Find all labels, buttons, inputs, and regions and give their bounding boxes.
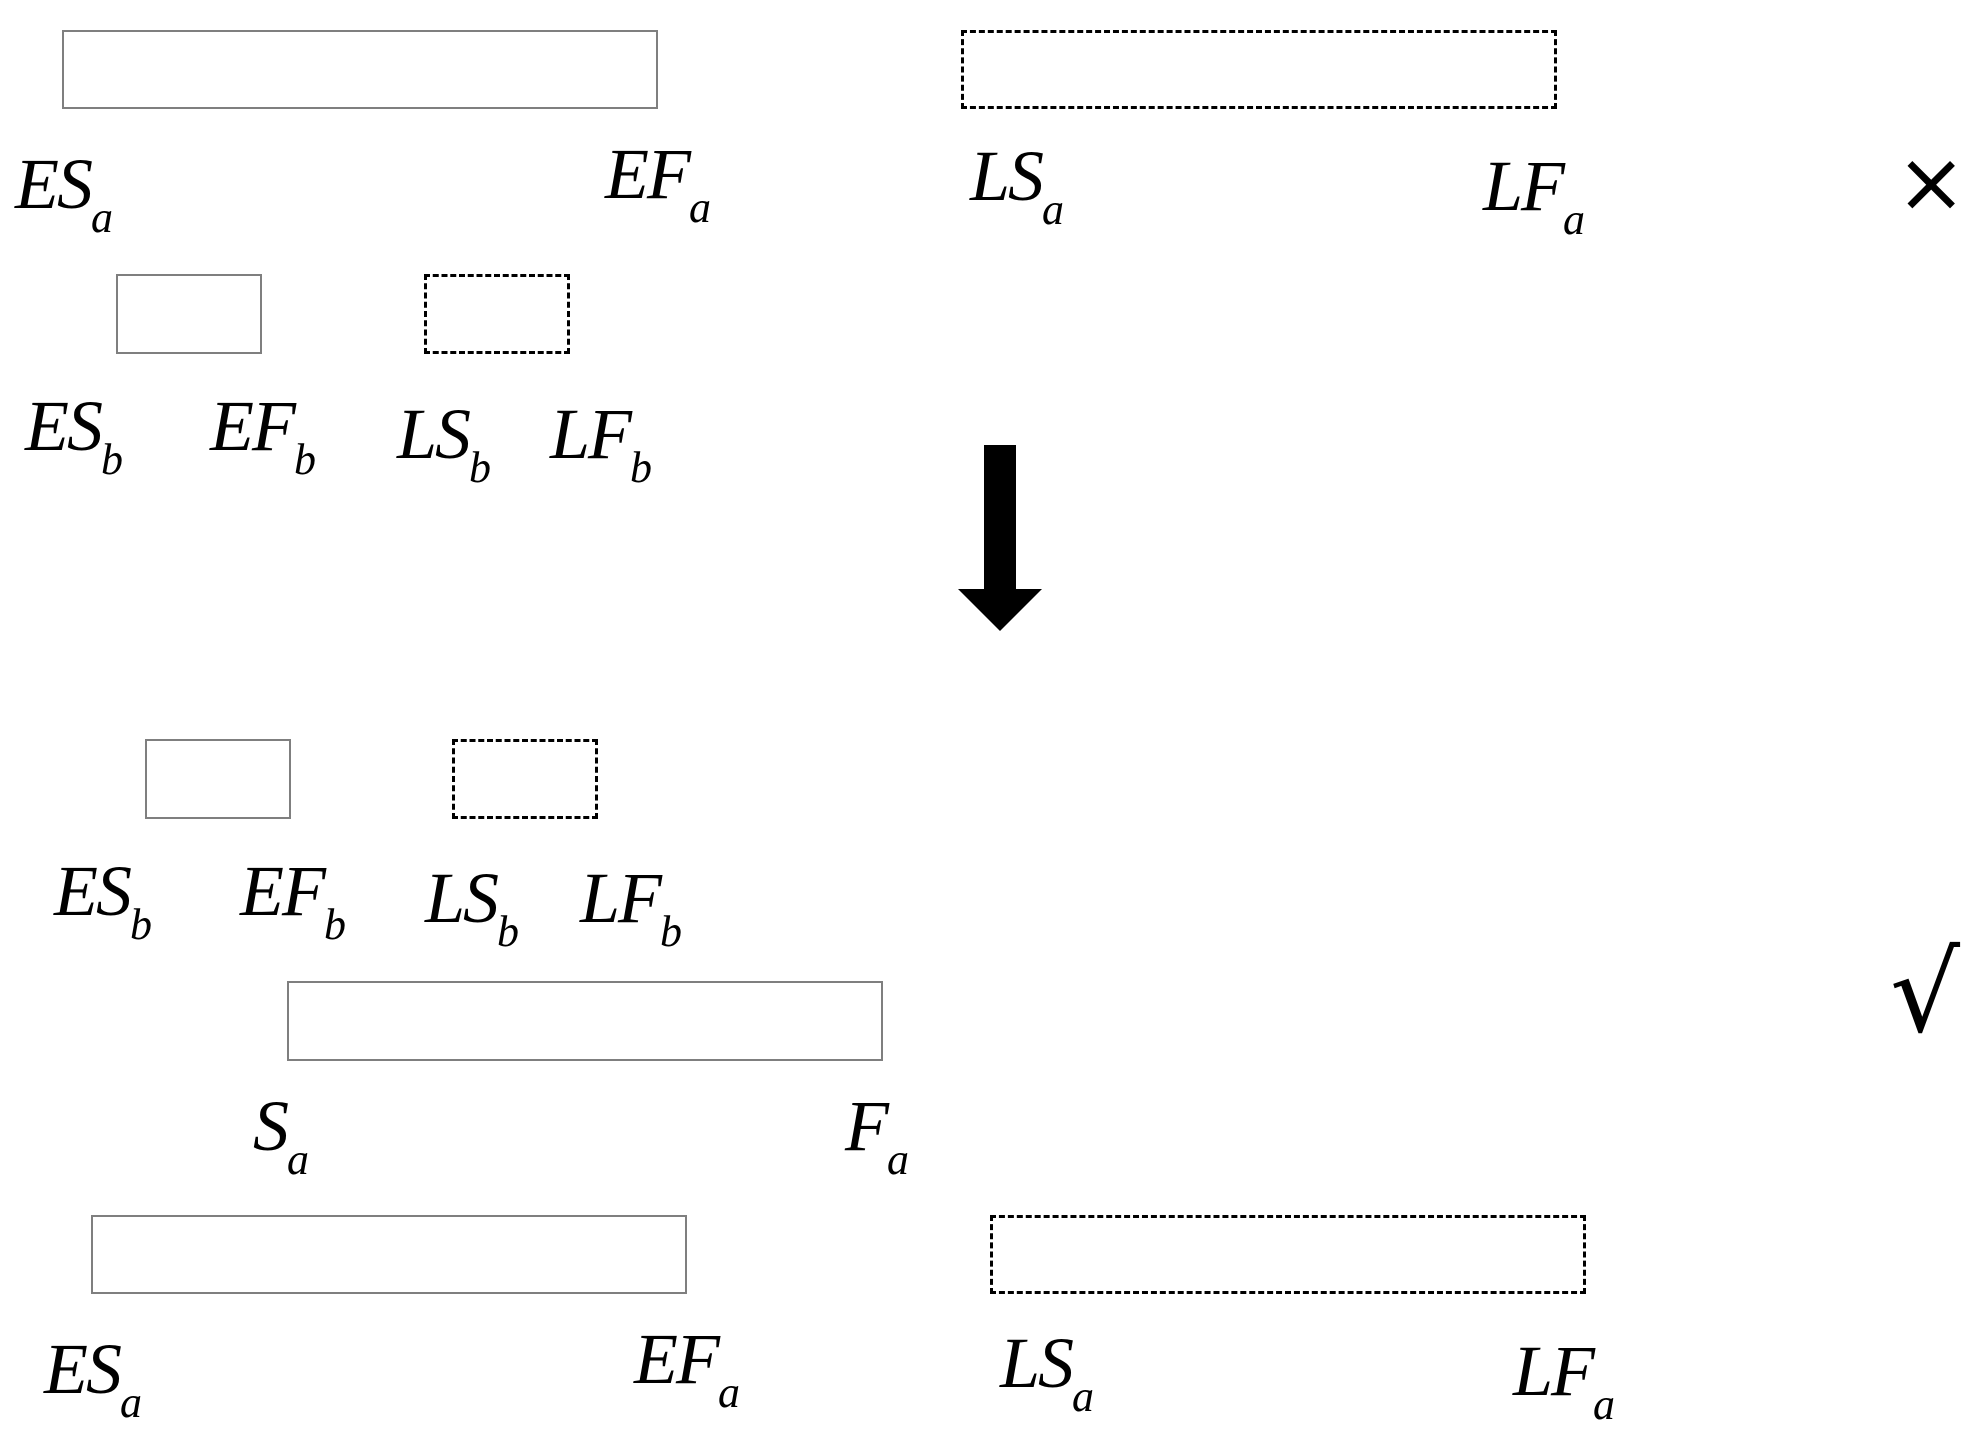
label-ls-a-bottom: LSa	[1000, 1323, 1095, 1421]
check-icon: √	[1890, 929, 1961, 1057]
label-es-b-bottom: ESb	[54, 851, 152, 949]
activity-a-earliest-bar-bottom	[91, 1215, 687, 1294]
label-es-a-bottom: ESa	[44, 1329, 142, 1427]
label-f-a: Fa	[845, 1086, 909, 1184]
activity-b-latest-bar-top	[424, 274, 570, 354]
label-lf-b-bottom: LFb	[580, 858, 683, 956]
label-es-b-top: ESb	[25, 386, 123, 484]
activity-a-latest-bar	[961, 30, 1557, 109]
label-lf-a-bottom: LFa	[1513, 1331, 1616, 1429]
label-ef-a-top: EFa	[605, 134, 711, 232]
label-lf-a-top: LFa	[1483, 146, 1586, 244]
label-ef-b-top: EFb	[210, 386, 316, 484]
label-es-a-top: ESa	[15, 144, 113, 242]
activity-b-latest-bar-bottom	[452, 739, 598, 819]
label-ls-b-top: LSb	[397, 394, 492, 492]
activity-b-earliest-bar-bottom	[145, 739, 291, 819]
activity-a-earliest-bar	[62, 30, 658, 109]
cross-icon: ×	[1896, 133, 1967, 231]
activity-a-latest-bar-bottom	[990, 1215, 1586, 1294]
label-ls-a-top: LSa	[970, 136, 1065, 234]
label-ef-b-bottom: EFb	[240, 851, 346, 949]
down-arrow-icon	[958, 445, 1042, 631]
label-lf-b-top: LFb	[550, 394, 653, 492]
label-s-a: Sa	[253, 1086, 309, 1184]
label-ls-b-bottom: LSb	[425, 858, 520, 956]
activity-a-scheduled-bar	[287, 981, 883, 1061]
activity-b-earliest-bar-top	[116, 274, 262, 354]
label-ef-a-bottom: EFa	[634, 1319, 740, 1417]
